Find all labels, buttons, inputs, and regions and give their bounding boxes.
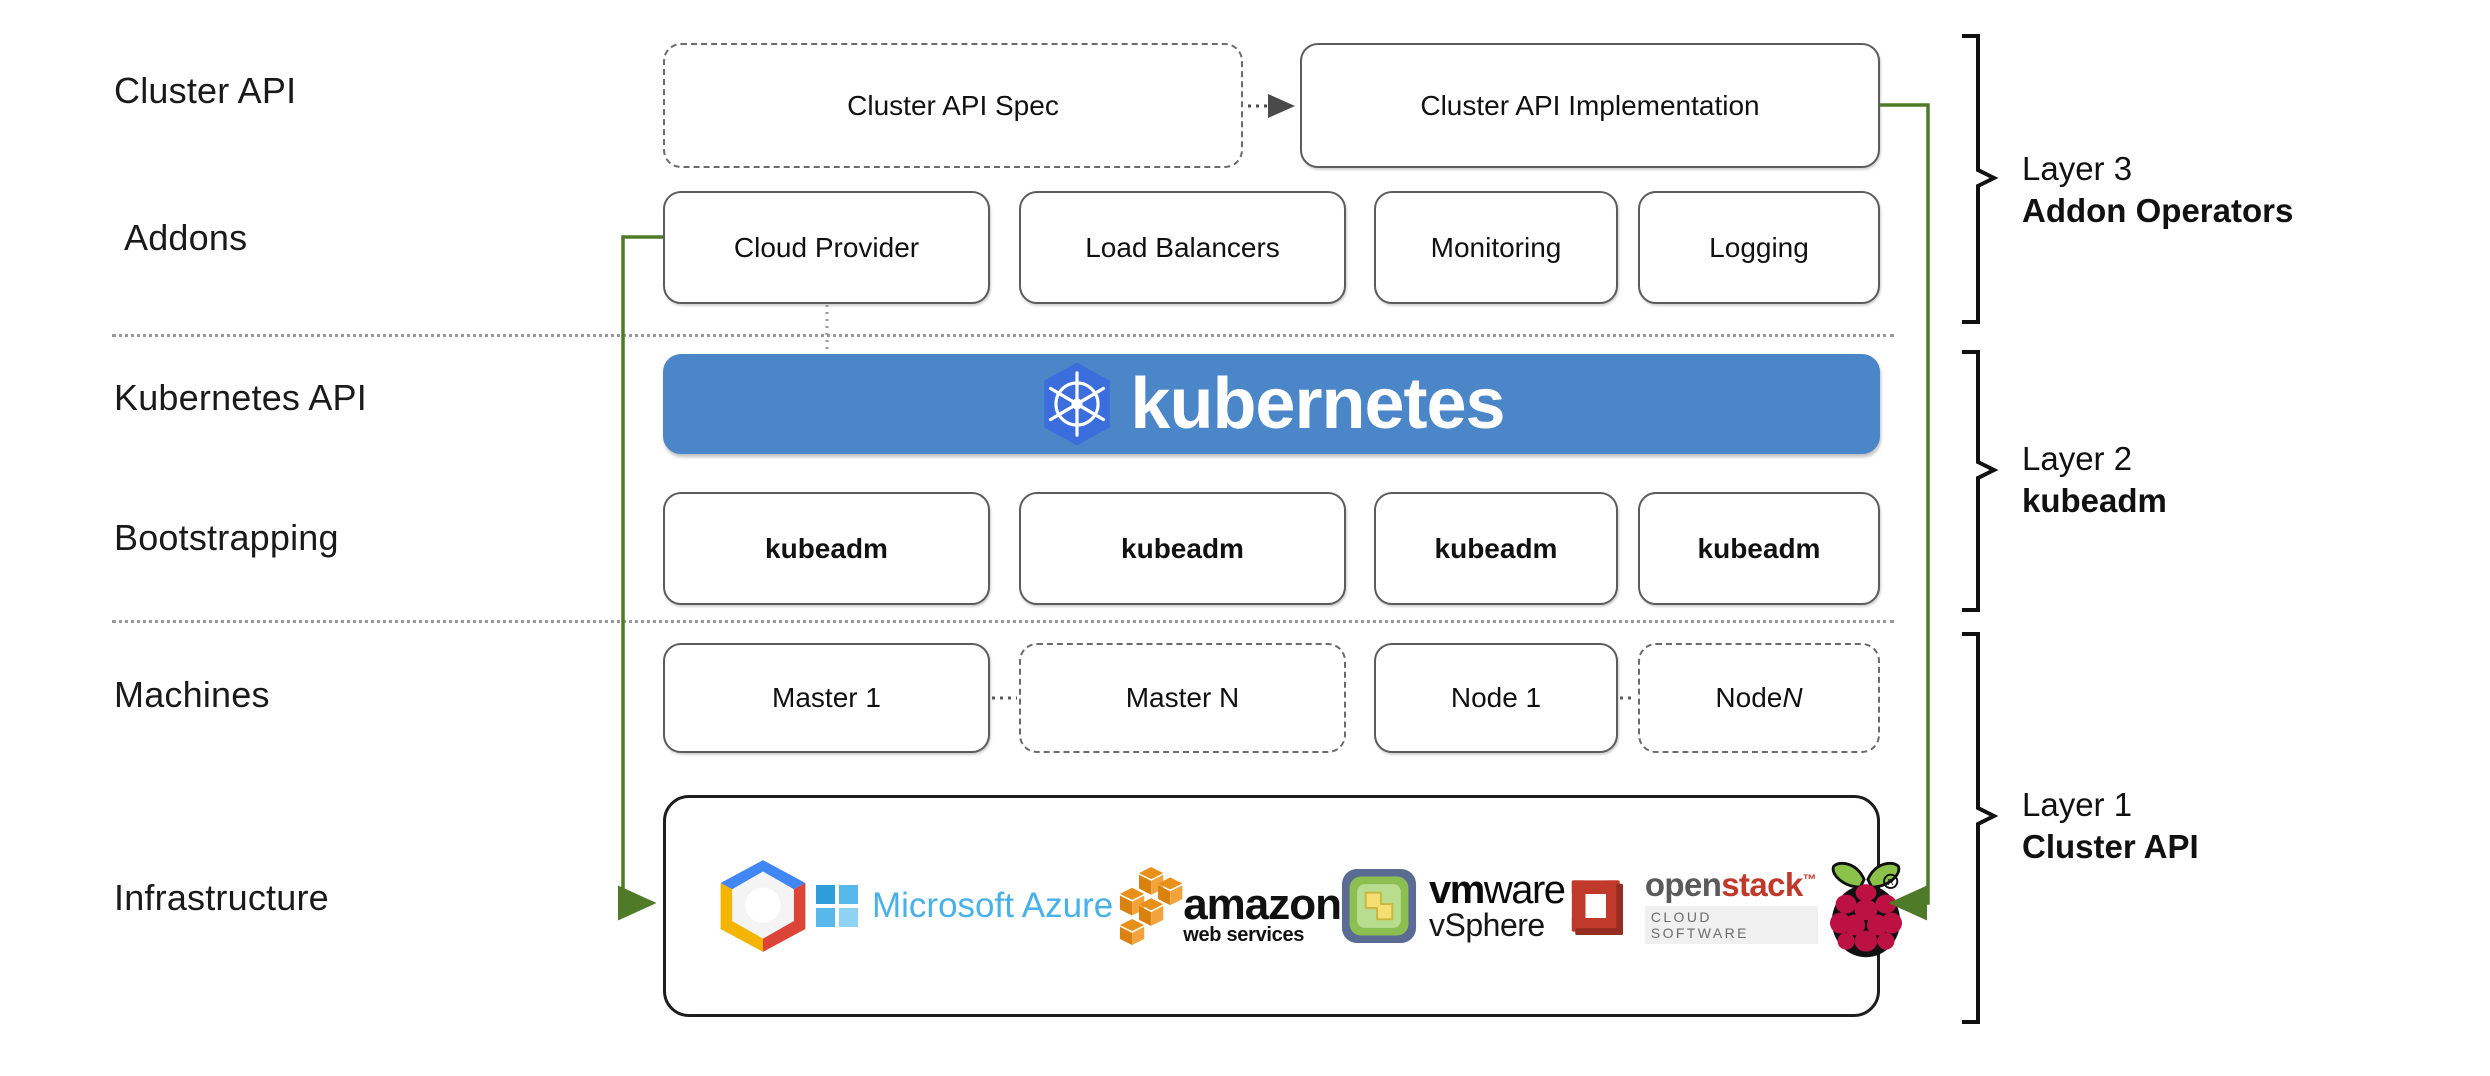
- kubernetes-wordmark: kubernetes: [1130, 364, 1505, 444]
- machine-box-node-1[interactable]: Node 1: [1374, 643, 1618, 753]
- separator-layer3-layer2: [112, 334, 1894, 337]
- kubernetes-banner[interactable]: kubernetes: [663, 354, 1880, 454]
- vsphere-sublabel: vSphere: [1429, 907, 1545, 943]
- vmware-vsphere-logo: vmware vSphere: [1341, 868, 1566, 944]
- amazon-sublabel: web services: [1183, 924, 1305, 946]
- row-label-bootstrapping: Bootstrapping: [114, 517, 339, 558]
- vsphere-tile-icon: [1341, 868, 1417, 944]
- row-label-cluster-api: Cluster API: [114, 70, 297, 111]
- layer-label-2: Layer 2 kubeadm: [2022, 438, 2167, 522]
- layer-label-1: Layer 1 Cluster API: [2022, 784, 2199, 868]
- row-label-addons: Addons: [124, 217, 248, 258]
- openstack-wordmark: openstack™: [1645, 868, 1818, 901]
- vmware-wordmark: vmware: [1429, 868, 1566, 912]
- aws-cubes-icon: [1120, 867, 1183, 945]
- openstack-word-stack: stack: [1721, 866, 1803, 903]
- kubeadm-box-2[interactable]: kubeadm: [1019, 492, 1346, 605]
- addon-label: Load Balancers: [1085, 231, 1280, 263]
- row-label-machines: Machines: [114, 674, 270, 715]
- row-label-infrastructure: Infrastructure: [114, 877, 329, 918]
- cluster-api-implementation-box[interactable]: Cluster API Implementation: [1300, 43, 1880, 168]
- kubeadm-box-3[interactable]: kubeadm: [1374, 492, 1618, 605]
- amazon-wordmark: amazon: [1183, 880, 1342, 930]
- addon-label: Monitoring: [1430, 231, 1562, 263]
- addon-box-load-balancers[interactable]: Load Balancers: [1019, 191, 1346, 304]
- layer-label-3: Layer 3 Addon Operators: [2022, 148, 2293, 232]
- kubeadm-box-4[interactable]: kubeadm: [1638, 492, 1880, 605]
- layer-3-name: Layer 3: [2022, 150, 2133, 187]
- row-label-kubernetes-api: Kubernetes API: [114, 377, 367, 418]
- layer-1-title: Cluster API: [2022, 828, 2199, 866]
- machine-label: Node: [1715, 682, 1783, 713]
- addon-box-logging[interactable]: Logging: [1638, 191, 1880, 304]
- openstack-word-open: open: [1644, 866, 1722, 903]
- trademark-icon: ™: [1802, 871, 1817, 887]
- addon-label: Logging: [1709, 231, 1809, 263]
- svg-text:R: R: [1887, 877, 1893, 887]
- machine-box-node-n[interactable]: Node N: [1638, 643, 1880, 753]
- layer-1-bracket: [1962, 632, 1999, 1024]
- cluster-api-spec-label: Cluster API Spec: [847, 89, 1059, 121]
- vmware-word-ware: ware: [1483, 868, 1566, 912]
- separator-layer2-layer1: [112, 620, 1894, 623]
- layer-2-bracket: [1962, 350, 1999, 612]
- addon-box-monitoring[interactable]: Monitoring: [1374, 191, 1618, 304]
- machine-label: Node 1: [1450, 682, 1542, 713]
- cluster-api-spec-box[interactable]: Cluster API Spec: [663, 43, 1243, 168]
- openstack-logo: openstack™ CLOUD SOFTWARE: [1565, 868, 1818, 944]
- amazon-web-services-logo: amazon web services: [1113, 865, 1342, 947]
- kubernetes-helm-wheel-icon: [1038, 361, 1116, 447]
- cluster-api-implementation-label: Cluster API Implementation: [1420, 89, 1760, 121]
- machine-box-master-n[interactable]: Master N: [1019, 643, 1346, 753]
- openstack-sublabel: CLOUD SOFTWARE: [1644, 906, 1818, 944]
- machine-label: Master N: [1125, 682, 1240, 713]
- raspberry-pi-logo: R: [1818, 851, 1914, 961]
- vmware-word-vm: vm: [1429, 868, 1485, 912]
- kubeadm-label: kubeadm: [1121, 532, 1244, 564]
- addon-label: Cloud Provider: [733, 231, 920, 263]
- layer-3-title: Addon Operators: [2022, 192, 2294, 230]
- layer-2-name: Layer 2: [2022, 440, 2133, 477]
- machine-label-suffix: N: [1782, 682, 1803, 713]
- cluster-api-implementation-to-infrastructure-arrow: [1880, 103, 1930, 921]
- machine-box-master-1[interactable]: Master 1: [663, 643, 990, 753]
- microsoft-azure-logo: Microsoft Azure: [816, 885, 1113, 927]
- microsoft-azure-wordmark: Microsoft Azure: [872, 886, 1114, 925]
- kubeadm-label: kubeadm: [765, 532, 888, 564]
- layer-3-bracket: [1962, 34, 1999, 324]
- machine-label: Master 1: [772, 682, 881, 713]
- kubeadm-box-1[interactable]: kubeadm: [663, 492, 990, 605]
- kubeadm-label: kubeadm: [1697, 532, 1821, 564]
- openstack-block-icon: [1571, 880, 1623, 936]
- infrastructure-box[interactable]: Microsoft Azure amazon web services: [663, 795, 1902, 1017]
- google-cloud-platform-logo: [710, 853, 816, 959]
- addon-box-cloud-provider[interactable]: Cloud Provider: [663, 191, 990, 304]
- layer-1-name: Layer 1: [2022, 786, 2133, 823]
- layer-2-title: kubeadm: [2022, 482, 2167, 520]
- kubeadm-label: kubeadm: [1434, 532, 1558, 564]
- microsoft-windows-icon: [816, 885, 858, 927]
